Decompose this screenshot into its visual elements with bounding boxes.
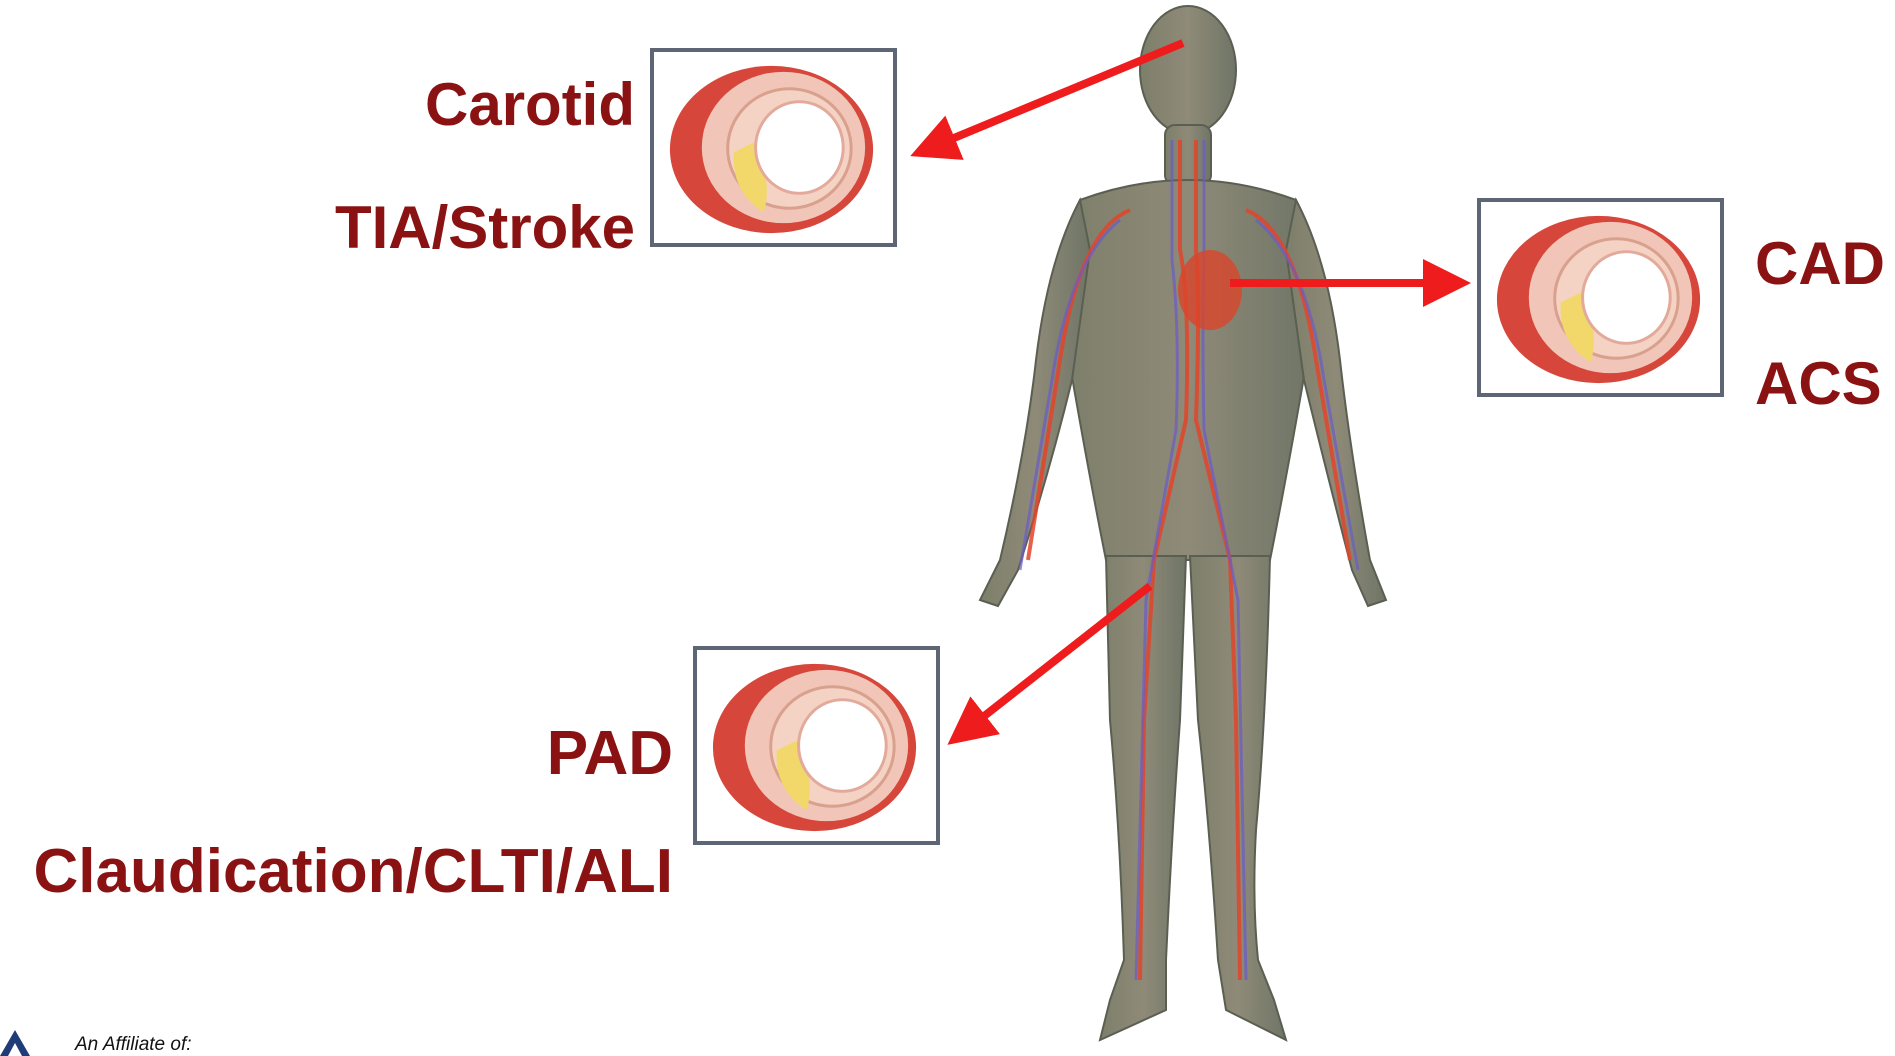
carotid-vessel-box [650, 48, 897, 247]
affiliate-text: An Affiliate of: [75, 1034, 192, 1056]
carotid-label: Carotid [425, 70, 635, 139]
pad-vessel-box [693, 646, 940, 845]
acs-label: ACS [1755, 349, 1882, 418]
artery-cross-section-icon [1481, 202, 1720, 393]
claudication-label: Claudication/CLTI/ALI [34, 836, 674, 907]
cad-vessel-box [1477, 198, 1724, 397]
artery-cross-section-icon [697, 650, 936, 841]
human-body-figure [940, 0, 1420, 1056]
artery-cross-section-icon [654, 52, 893, 243]
affiliate-logo-icon [0, 1028, 30, 1056]
cad-label: CAD [1755, 229, 1885, 298]
tia-stroke-label: TIA/Stroke [335, 193, 635, 262]
pad-label: PAD [547, 718, 673, 789]
